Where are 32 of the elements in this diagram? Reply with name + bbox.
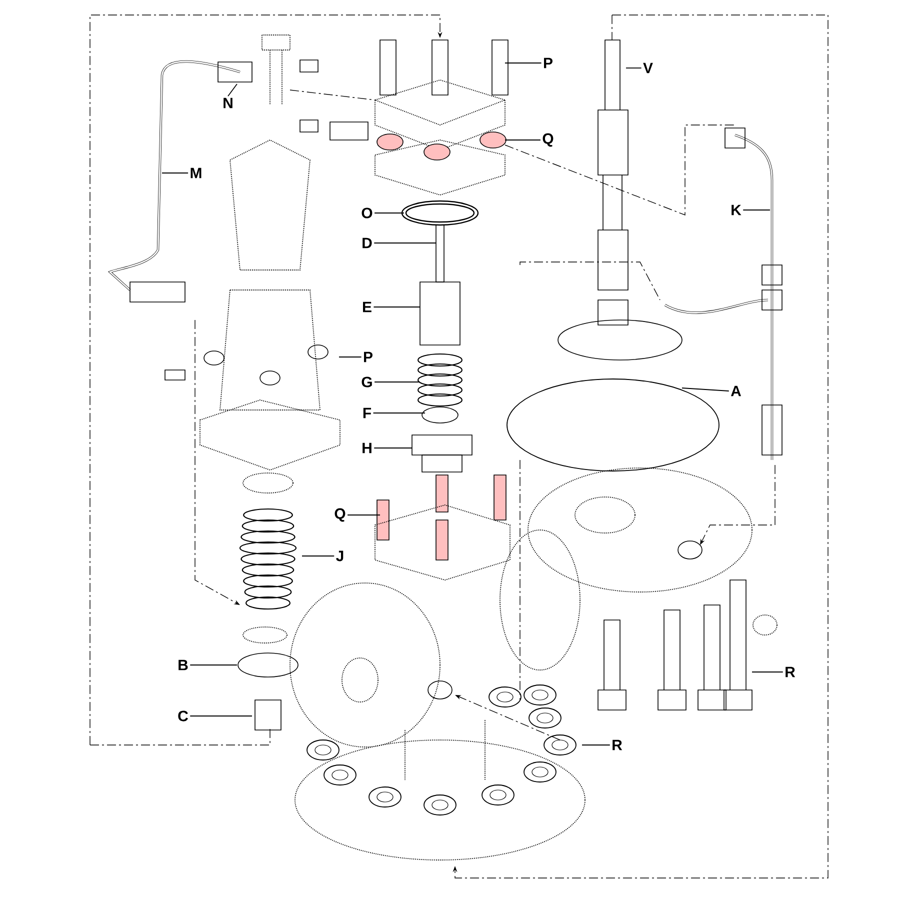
leader-line xyxy=(228,84,238,97)
callout-letter: H xyxy=(362,442,372,454)
callout-letter: N xyxy=(224,98,232,108)
callout-letter: J xyxy=(336,550,344,562)
leader-line xyxy=(374,242,436,244)
callout-letter: K xyxy=(732,204,742,216)
callout-letter: Q xyxy=(542,133,554,147)
callout-letter: R xyxy=(786,666,796,678)
callout-letter: P xyxy=(544,58,552,68)
callout-letter: R xyxy=(612,740,622,750)
callout-letter: D xyxy=(362,238,372,248)
leader-line xyxy=(582,744,610,746)
callout-letter: B xyxy=(178,660,188,670)
callout-letter: G xyxy=(362,376,372,388)
callout-letter: P xyxy=(364,352,372,362)
leader-line xyxy=(338,356,362,358)
leader-line xyxy=(162,172,188,174)
callout-letter: Q xyxy=(334,508,346,522)
leader-line xyxy=(190,664,238,666)
callout-letter: E xyxy=(363,302,372,312)
callout-letter: M xyxy=(190,168,202,178)
leader-line xyxy=(347,514,380,516)
callout-letter: A xyxy=(730,386,742,396)
leader-line xyxy=(682,388,730,392)
callout-letter: V xyxy=(643,62,653,74)
callout-letter: O xyxy=(362,208,372,218)
callout-letter: C xyxy=(178,710,188,722)
leader-line xyxy=(504,62,542,64)
callout-letter: F xyxy=(363,408,372,418)
leader-line xyxy=(374,212,404,214)
leader-line xyxy=(372,412,426,414)
leader-line xyxy=(373,306,420,308)
